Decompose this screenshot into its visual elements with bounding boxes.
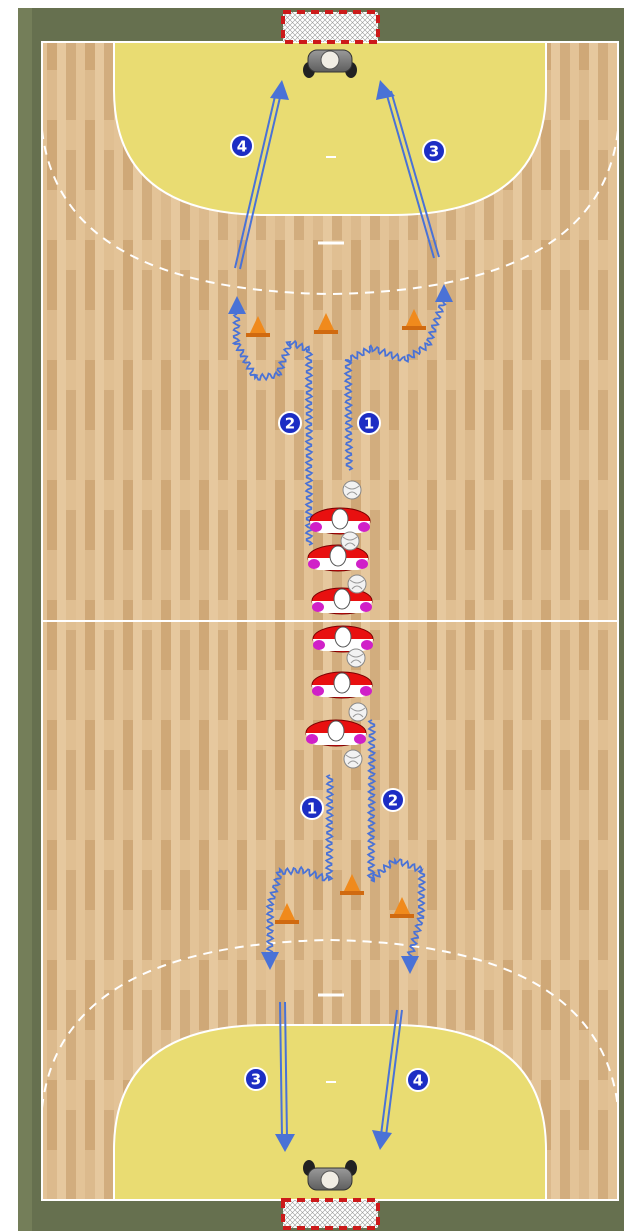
- svg-text:1: 1: [307, 800, 317, 818]
- svg-text:3: 3: [429, 143, 439, 161]
- svg-text:3: 3: [251, 1071, 261, 1089]
- svg-text:1: 1: [364, 415, 374, 433]
- player-2: [308, 545, 368, 571]
- ball-5: [349, 703, 367, 721]
- player-6: [306, 720, 366, 746]
- top-goal: [283, 12, 378, 42]
- marker-lower-left: 1: [301, 797, 323, 819]
- svg-text:4: 4: [413, 1072, 423, 1090]
- marker-upper-left: 2: [279, 412, 301, 434]
- marker-top-left: 4: [231, 135, 253, 157]
- marker-bottom-right: 4: [407, 1069, 429, 1091]
- player-4: [313, 626, 373, 652]
- ball-1: [343, 481, 361, 499]
- bottom-goal: [283, 1200, 378, 1228]
- player-1: [310, 508, 370, 534]
- ball-3: [348, 575, 366, 593]
- ball-4: [347, 649, 365, 667]
- marker-upper-right: 1: [358, 412, 380, 434]
- svg-text:4: 4: [237, 138, 247, 156]
- ball-6: [344, 750, 362, 768]
- player-3: [312, 588, 372, 614]
- outer-floor-shade: [18, 8, 32, 1231]
- marker-bottom-left: 3: [245, 1068, 267, 1090]
- svg-text:2: 2: [388, 792, 398, 810]
- svg-text:2: 2: [285, 415, 295, 433]
- marker-top-right: 3: [423, 140, 445, 162]
- player-5: [312, 672, 372, 698]
- marker-lower-right: 2: [382, 789, 404, 811]
- ball-2: [341, 532, 359, 550]
